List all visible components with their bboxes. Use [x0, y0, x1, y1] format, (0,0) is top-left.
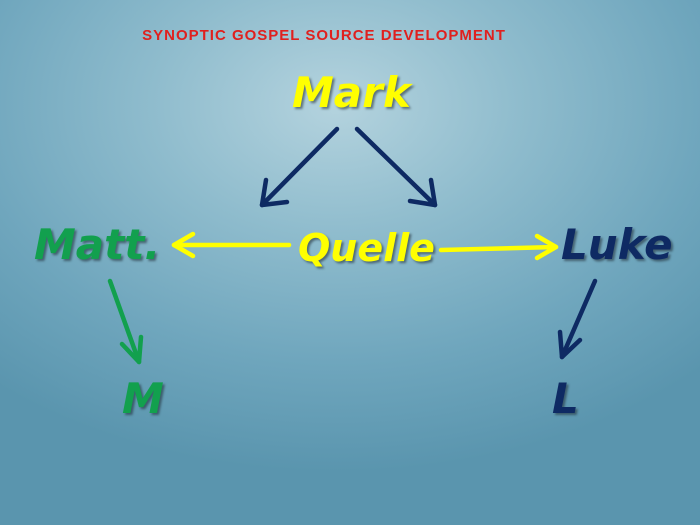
arrow-quelle-to-luke: [438, 233, 559, 261]
arrow-quelle-to-matt: [171, 231, 292, 259]
arrow-luke-to-l: [557, 278, 598, 360]
node-mark: Mark: [292, 68, 411, 117]
node-m: M: [122, 374, 164, 423]
node-quelle: Quelle: [298, 226, 435, 270]
node-matt: Matt.: [34, 220, 161, 269]
arrow-mark-to-luke: [354, 126, 438, 208]
arrow-matt-to-m: [107, 278, 144, 365]
node-luke: Luke: [561, 220, 673, 269]
arrow-mark-to-matt: [259, 126, 340, 208]
node-l: L: [552, 374, 579, 423]
diagram-title: SYNOPTIC GOSPEL SOURCE DEVELOPMENT: [142, 27, 506, 44]
